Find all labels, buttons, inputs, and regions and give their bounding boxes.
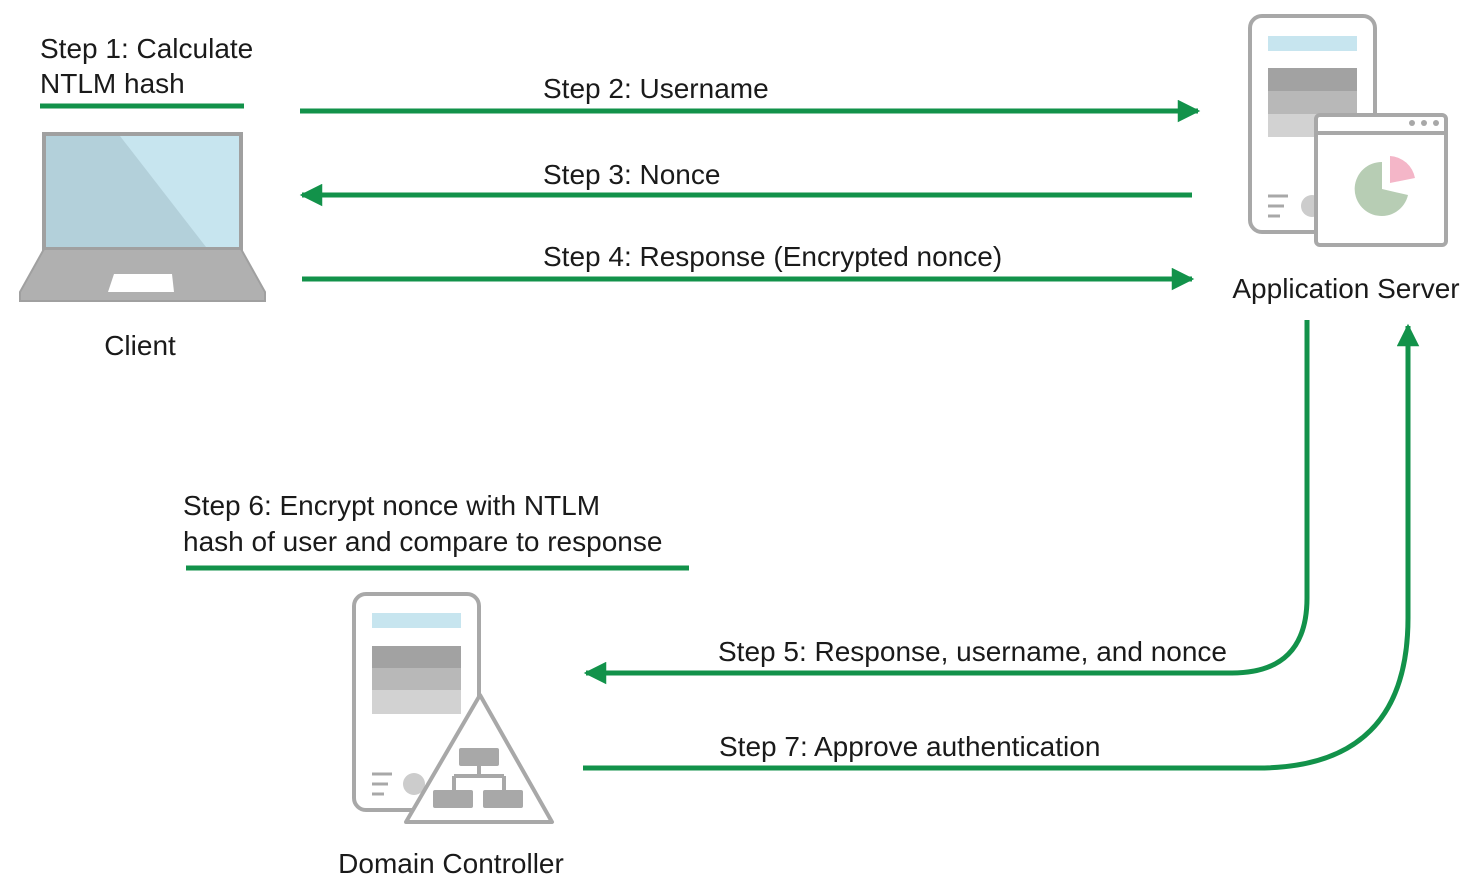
step7-arrow (583, 323, 1420, 771)
step7-label: Step 7: Approve authentication (719, 731, 1100, 762)
client-label: Client (104, 330, 176, 361)
application-server-label: Application Server (1232, 273, 1459, 304)
step5-arrow (583, 320, 1310, 685)
domain-controller-icon (352, 592, 554, 824)
step6-label-line2: hash of user and compare to response (183, 526, 662, 557)
application-server-icon (1248, 14, 1448, 247)
client-laptop-icon (19, 132, 266, 302)
domain-controller-label: Domain Controller (338, 848, 564, 879)
step2-label: Step 2: Username (543, 73, 769, 104)
step6-label-line1: Step 6: Encrypt nonce with NTLM (183, 490, 600, 521)
step5-label: Step 5: Response, username, and nonce (718, 636, 1227, 667)
step1-label-line2: NTLM hash (40, 68, 185, 99)
step1-label-line1: Step 1: Calculate (40, 33, 253, 64)
step3-label: Step 3: Nonce (543, 159, 720, 190)
step4-label: Step 4: Response (Encrypted nonce) (543, 241, 1002, 272)
